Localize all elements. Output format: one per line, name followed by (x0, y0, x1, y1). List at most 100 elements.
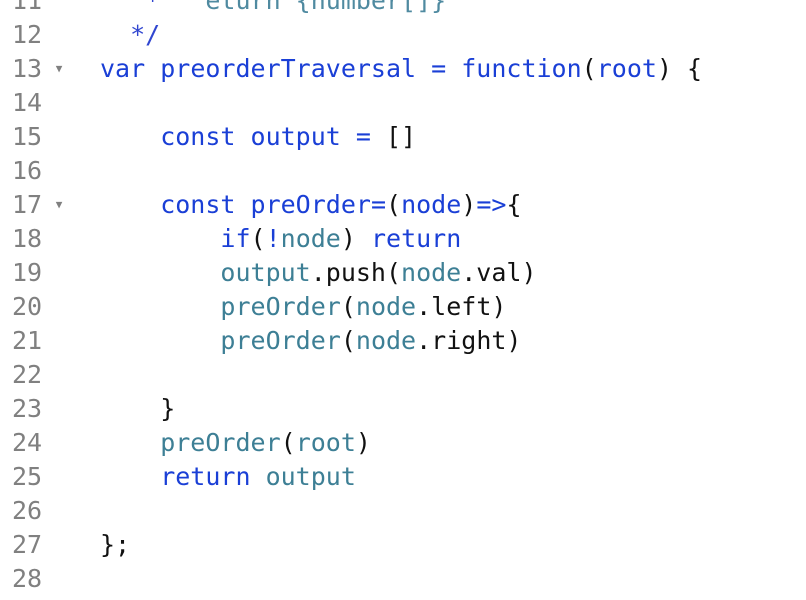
code-token: node (401, 190, 462, 219)
code-token: ( (340, 326, 356, 355)
code-line[interactable]: 26 (0, 494, 806, 528)
code-line[interactable]: 15 const output = [] (0, 120, 806, 154)
code-token: ) { (656, 54, 703, 83)
code-line[interactable]: 28 (0, 562, 806, 596)
code-token: output (250, 122, 341, 151)
code-line[interactable]: 23 } (0, 392, 806, 426)
code-text[interactable]: preOrder(node.left) (100, 290, 506, 324)
code-token: }; (100, 530, 131, 559)
code-token: node (401, 258, 462, 287)
code-line[interactable]: 25 return output (0, 460, 806, 494)
code-token: => (476, 190, 507, 219)
code-token: = (370, 190, 386, 219)
code-token: } (100, 394, 176, 423)
code-token: var (100, 54, 161, 83)
code-token: [] (385, 122, 417, 151)
code-token: node (355, 326, 417, 355)
code-token: const (100, 190, 251, 219)
code-line[interactable]: 24 preOrder(root) (0, 426, 806, 460)
code-text[interactable]: */ (100, 18, 160, 52)
line-number: 19 (12, 258, 43, 287)
line-number: 28 (12, 564, 43, 593)
code-token: preOrder (100, 326, 341, 355)
code-token: eturn {number[]} (205, 0, 447, 15)
code-line[interactable]: 16 (0, 154, 806, 188)
code-line[interactable]: 13 ▼ var preorderTraversal = function(root… (0, 52, 806, 86)
code-text[interactable]: preOrder(node.right) (100, 324, 521, 358)
code-token: ( (340, 292, 356, 321)
code-text[interactable]: }; (100, 528, 130, 562)
code-token: function (461, 54, 582, 83)
line-number: 21 (12, 326, 43, 355)
code-text[interactable]: * eturn {number[]} (100, 0, 446, 18)
code-token: ( (250, 224, 266, 253)
code-token: ) (340, 224, 371, 253)
fold-arrow-icon[interactable]: ▼ (55, 62, 63, 75)
code-token: * (100, 0, 206, 15)
code-line[interactable]: 11 * eturn {number[]} (0, 0, 806, 18)
code-token: if (100, 224, 251, 253)
code-token: node (280, 224, 341, 253)
code-token: node (355, 292, 417, 321)
code-token: .right) (416, 326, 522, 355)
code-token: = (340, 122, 386, 151)
line-number: 16 (12, 156, 43, 185)
code-token: return (370, 224, 462, 253)
line-number: 22 (12, 360, 43, 389)
line-number: 27 (12, 530, 43, 559)
line-number: 14 (12, 88, 43, 117)
line-number: 23 (12, 394, 43, 423)
code-line[interactable]: 21 preOrder(node.right) (0, 324, 806, 358)
code-line[interactable]: 29 (0, 596, 806, 600)
code-line[interactable]: 19 output.push(node.val) (0, 256, 806, 290)
code-text[interactable]: const preOrder=(node)=>{ (100, 188, 522, 222)
code-token: ( (581, 54, 597, 83)
code-token: ! (265, 224, 281, 253)
code-token: .val) (461, 258, 537, 287)
code-token: root (295, 428, 356, 457)
code-token: output (100, 258, 311, 287)
code-token: preorderTraversal (160, 54, 417, 83)
line-number: 20 (12, 292, 43, 321)
line-number: 13 (12, 54, 43, 83)
code-line[interactable]: 22 (0, 358, 806, 392)
code-text[interactable]: var preorderTraversal = function(root) { (100, 52, 702, 86)
line-number: 29 (12, 596, 72, 600)
line-number: 12 (12, 20, 43, 49)
code-token: ) (355, 428, 371, 457)
code-text[interactable]: const output = [] (100, 120, 416, 154)
code-token: = (416, 54, 462, 83)
code-token: { (506, 190, 522, 219)
code-token: ( (386, 190, 402, 219)
code-line[interactable]: 17 ▼ const preOrder=(node)=>{ (0, 188, 806, 222)
code-token: .push( (310, 258, 402, 287)
line-number: 25 (12, 462, 43, 491)
code-line[interactable]: 14 (0, 86, 806, 120)
code-token: preOrder (250, 190, 371, 219)
code-token: ( (280, 428, 296, 457)
code-token: output (265, 462, 356, 491)
line-number: 11 (12, 0, 43, 15)
fold-arrow-icon[interactable]: ▼ (55, 198, 63, 211)
code-text[interactable]: output.push(node.val) (100, 256, 537, 290)
code-text[interactable]: } (100, 392, 175, 426)
code-line[interactable]: 18 if(!node) return (0, 222, 806, 256)
line-number: 15 (12, 122, 43, 151)
line-number: 18 (12, 224, 43, 253)
line-number-gutter (0, 0, 90, 600)
code-token: .left) (416, 292, 507, 321)
code-line[interactable]: 12 */ (0, 18, 806, 52)
code-text[interactable]: if(!node) return (100, 222, 461, 256)
code-line[interactable]: 27}; (0, 528, 806, 562)
code-token: ) (461, 190, 477, 219)
code-line[interactable]: 20 preOrder(node.left) (0, 290, 806, 324)
code-token: preOrder (100, 428, 281, 457)
code-text[interactable]: preOrder(root) (100, 426, 371, 460)
code-token: */ (100, 20, 161, 49)
line-number: 24 (12, 428, 43, 457)
line-number: 26 (12, 496, 43, 525)
line-number: 17 (12, 190, 43, 219)
code-text[interactable]: return output (100, 460, 356, 494)
